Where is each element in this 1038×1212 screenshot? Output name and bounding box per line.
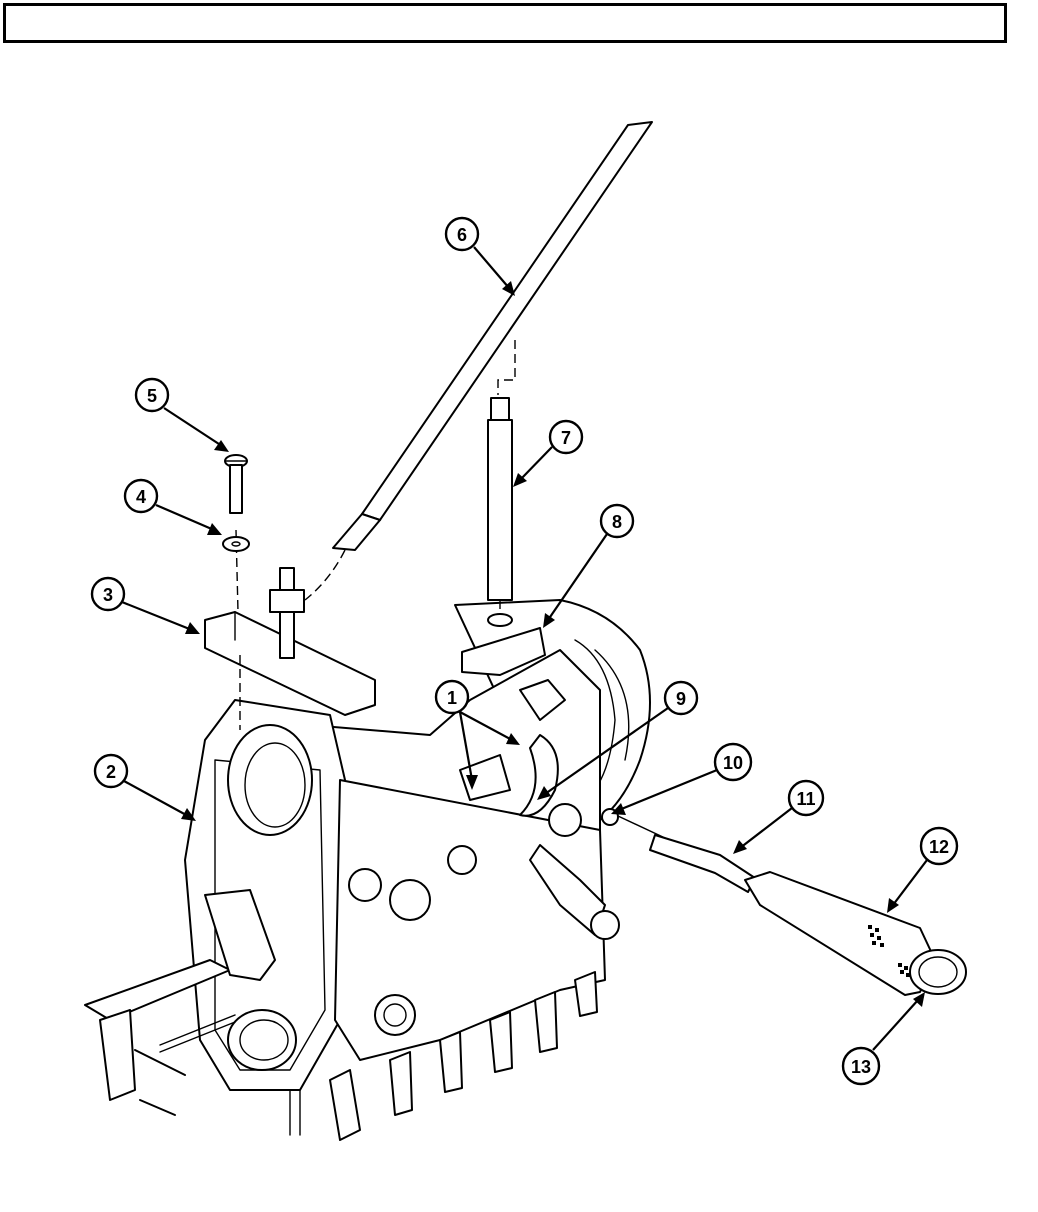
- pry-bar: [305, 122, 652, 600]
- callout-group-6: 6: [446, 218, 515, 296]
- callout-group-11: 11: [733, 781, 823, 854]
- callout-group-2: 2: [95, 755, 196, 821]
- callout-group-4: 4: [125, 480, 222, 535]
- callout-group-5: 5: [136, 379, 229, 452]
- callout-label-3: 3: [103, 585, 113, 605]
- washer: [223, 537, 249, 551]
- callout-label-1: 1: [447, 688, 457, 708]
- callout-label-9: 9: [676, 689, 686, 709]
- callout-label-10: 10: [723, 753, 743, 773]
- puller-bar: [205, 530, 375, 730]
- callout-group-12: 12: [887, 828, 957, 913]
- callout-label-4: 4: [136, 487, 146, 507]
- callout-group-13: 13: [843, 992, 925, 1084]
- callout-label-11: 11: [796, 789, 815, 809]
- drift-pin: [488, 398, 512, 626]
- callout-label-12: 12: [929, 837, 949, 857]
- callout-label-6: 6: [457, 225, 467, 245]
- callout-label-2: 2: [106, 762, 116, 782]
- callout-label-5: 5: [147, 386, 157, 406]
- callout-label-8: 8: [612, 512, 622, 532]
- callout-group-3: 3: [92, 578, 200, 634]
- extractor-tool: [618, 816, 966, 995]
- callout-group-7: 7: [513, 421, 582, 487]
- callout-label-13: 13: [851, 1057, 871, 1077]
- screw: [225, 455, 247, 513]
- callout-label-7: 7: [561, 428, 571, 448]
